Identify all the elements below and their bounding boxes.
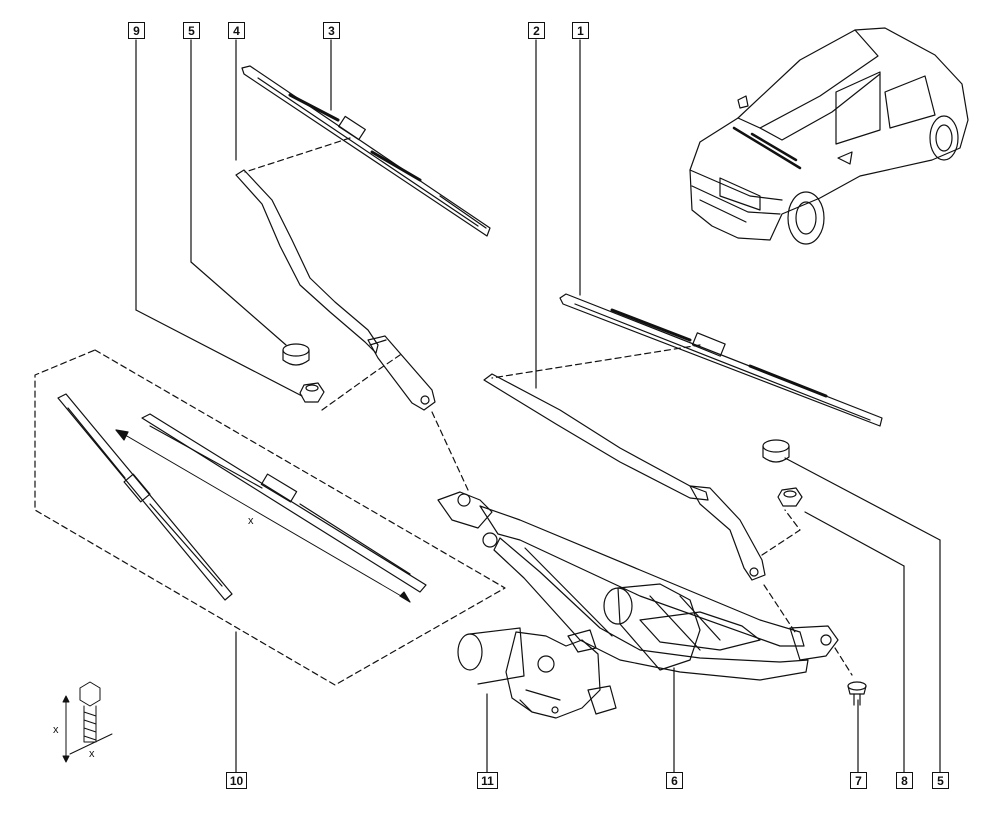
wiper-blade-right (559, 293, 883, 427)
car-illustration (689, 27, 969, 245)
callout-9: 9 (128, 22, 145, 39)
blade-kit-short (57, 393, 233, 601)
bolt-length-x-mark: x (53, 724, 59, 736)
leader-lines (135, 39, 941, 773)
nut-right (777, 487, 803, 507)
nut-cap-right (762, 439, 790, 463)
callout-4: 4 (228, 22, 245, 39)
callout-11: 11 (477, 772, 498, 789)
assembly-dashed-lines (34, 137, 853, 686)
callout-2: 2 (528, 22, 545, 39)
mounting-bolt (847, 681, 867, 706)
nut-left (299, 382, 325, 403)
wiper-arm-right (483, 373, 766, 581)
blade-kit-long (115, 413, 427, 603)
nut-cap-left (282, 343, 310, 366)
callout-8: 8 (896, 772, 913, 789)
wiper-motor (457, 627, 617, 719)
wiper-blade-left (241, 65, 491, 237)
callout-1: 1 (572, 22, 589, 39)
callout-7: 7 (850, 772, 867, 789)
callout-5-left: 5 (183, 22, 200, 39)
wiper-linkage (437, 491, 839, 681)
callout-3: 3 (323, 22, 340, 39)
wiper-arm-left (235, 169, 436, 411)
blade-length-x-mark: x (248, 515, 254, 527)
bolt-diameter-x-mark: x (89, 748, 95, 760)
callout-10: 10 (226, 772, 247, 789)
callout-6: 6 (666, 772, 683, 789)
callout-5-right: 5 (932, 772, 949, 789)
bolt-dimension-sketch (62, 681, 113, 763)
